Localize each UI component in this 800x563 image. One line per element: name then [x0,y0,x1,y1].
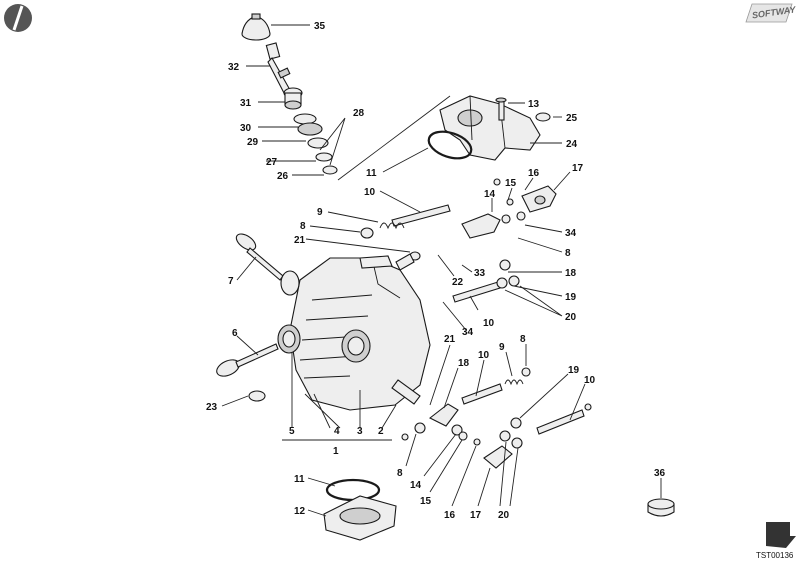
callout-10: 10 [364,187,376,198]
callout-10: 10 [483,318,495,329]
callout-8: 8 [300,221,306,232]
callout-29: 29 [247,137,259,148]
shim-group-upper [493,178,526,289]
callout-4: 4 [334,426,340,437]
rocker-cover [439,95,541,161]
callout-9: 9 [317,207,323,218]
cap-36 [647,498,675,517]
callout-14: 14 [410,480,422,491]
spring-lower [504,379,524,386]
callout-22: 22 [452,277,464,288]
shim-group-lower [401,367,592,449]
callout-10: 10 [478,350,490,361]
callout-6: 6 [232,328,238,339]
callout-31: 31 [240,98,252,109]
cap-part [241,13,271,41]
leader-lines [221,24,662,517]
lower-shafts [461,383,585,435]
cover-bolt [495,97,507,121]
callout-16: 16 [444,510,456,521]
cylinder-head [289,255,431,411]
callout-23: 23 [206,402,218,413]
callout-5: 5 [289,426,295,437]
callout-7: 7 [228,276,234,287]
rocker-arm-upper [461,185,557,239]
cover-cap [535,112,551,122]
sensor-part [265,42,291,94]
valve-guide [391,253,421,405]
callout-19: 19 [568,365,580,376]
callout-8: 8 [520,334,526,345]
callout-1: 1 [333,446,339,457]
callout-20: 20 [565,312,577,323]
softway-logo: SOFTWAY [745,3,797,23]
callout-17: 17 [470,510,482,521]
callout-8: 8 [565,248,571,259]
callout-labels: 35 32 31 28 30 29 27 26 13 25 24 11 10 9… [206,21,666,521]
callout-32: 32 [228,62,240,73]
callout-34: 34 [462,327,474,338]
valve-seals [277,270,301,354]
callout-20: 20 [498,510,510,521]
callout-27: 27 [266,157,278,168]
callout-14: 14 [484,189,496,200]
callout-11: 11 [294,474,305,485]
callout-15: 15 [505,178,517,189]
bush-part [283,87,303,110]
exhaust-valve [216,343,279,377]
callout-17: 17 [572,163,584,174]
callout-16: 16 [528,168,540,179]
corner-badge [4,4,32,32]
o-ring [427,130,473,160]
callout-18: 18 [565,268,577,279]
callout-21: 21 [444,334,456,345]
callout-33: 33 [474,268,486,279]
reference-code: TST00136 [756,551,794,560]
callout-15: 15 [420,496,432,507]
spring [379,222,405,230]
callout-18: 18 [458,358,470,369]
callout-8: 8 [397,468,403,479]
callout-11: 11 [366,168,377,179]
callout-36: 36 [654,468,666,479]
callout-25: 25 [566,113,578,124]
callout-21: 21 [294,235,306,246]
washer-stack [293,113,338,175]
callout-28: 28 [353,108,365,119]
callout-35: 35 [314,21,326,32]
callout-13: 13 [528,99,540,110]
intake-valve [235,233,284,281]
callout-24: 24 [566,139,578,150]
callout-34: 34 [565,228,577,239]
callout-30: 30 [240,123,252,134]
callout-10: 10 [584,375,596,386]
callout-19: 19 [565,292,577,303]
next-page-arrow [766,522,796,548]
callout-2: 2 [378,426,384,437]
callout-26: 26 [277,171,289,182]
callout-3: 3 [357,426,363,437]
intake-flange [323,478,397,541]
callout-9: 9 [499,342,505,353]
plug [248,390,266,402]
callout-12: 12 [294,506,306,517]
